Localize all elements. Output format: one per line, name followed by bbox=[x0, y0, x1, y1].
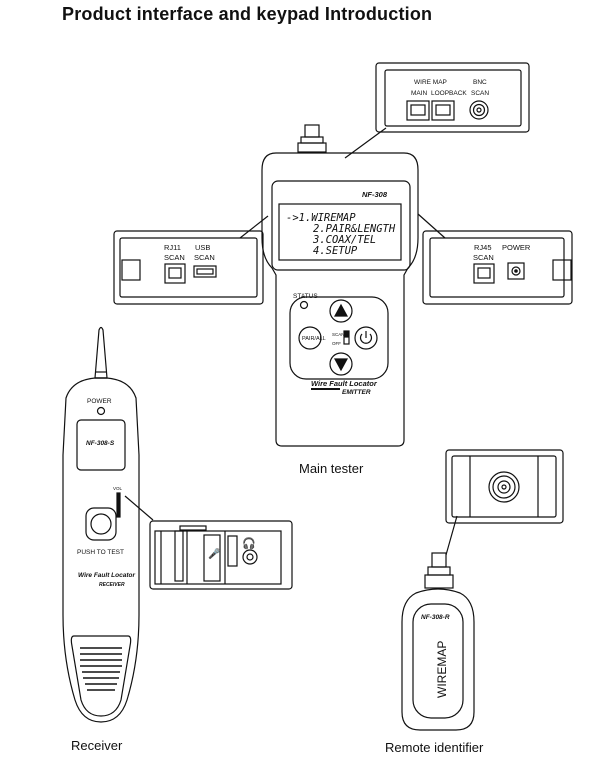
push-to-test-button[interactable] bbox=[90, 513, 112, 535]
receiver-type-label: RECEIVER bbox=[99, 582, 125, 588]
status-led bbox=[299, 300, 309, 310]
usb-port bbox=[193, 265, 217, 278]
usb-label: USB bbox=[195, 243, 210, 252]
main-tester: NF-308 ->1.WIREMAP 2.PAIR&LENGTH 3.COAX/… bbox=[261, 124, 419, 447]
lcd-screen bbox=[278, 203, 402, 261]
remote-wiremap-label: WIREMAP bbox=[435, 641, 449, 698]
bnc-port bbox=[469, 100, 489, 120]
receiver-probe: POWER NF-308-S VOL PUSH TO TEST Wire Fau… bbox=[62, 326, 154, 723]
lcd-line-1: ->1.WIREMAP bbox=[286, 212, 356, 224]
remote-model-label: NF-308-R bbox=[421, 614, 450, 621]
keypad-area bbox=[289, 296, 389, 380]
loopback-port-label: LOOPBACK bbox=[431, 90, 467, 97]
volume-slider[interactable] bbox=[116, 492, 121, 518]
bnc-scan-label: SCAN bbox=[471, 90, 489, 97]
rj45-scan-label: SCAN bbox=[473, 253, 494, 262]
remote-bnc-port bbox=[488, 471, 520, 503]
main-type-label: EMITTER bbox=[342, 389, 371, 396]
left-port-callout: RJ11 USB SCAN SCAN bbox=[113, 215, 269, 305]
power-label: POWER bbox=[502, 243, 531, 252]
power-button[interactable] bbox=[354, 326, 378, 350]
receiver-power-label: POWER bbox=[87, 398, 112, 405]
receiver-model-label: NF-308-S bbox=[86, 440, 115, 447]
rj45-label: RJ45 bbox=[474, 243, 492, 252]
top-connector-callout: WIRE MAP BNC MAIN LOOPBACK SCAN bbox=[344, 62, 530, 159]
scan-off-switch[interactable] bbox=[343, 330, 350, 345]
down-button[interactable] bbox=[329, 352, 353, 376]
main-brand-label: Wire Fault Locator bbox=[311, 379, 378, 388]
receiver-brand-label: Wire Fault Locator bbox=[78, 572, 135, 579]
off-switch-label: OFF bbox=[332, 341, 341, 346]
pair-all-button[interactable] bbox=[298, 326, 322, 350]
headphone-icon: 🎧 bbox=[242, 537, 256, 550]
rj11-scan-label: SCAN bbox=[164, 253, 185, 262]
receiver-power-led bbox=[96, 406, 106, 416]
main-rj45-port bbox=[406, 100, 430, 121]
headphone-jack bbox=[242, 549, 258, 565]
remote-identifier: NF-308-R WIREMAP bbox=[401, 552, 475, 731]
main-tester-caption: Main tester bbox=[299, 461, 364, 476]
main-port-label: MAIN bbox=[411, 90, 428, 97]
right-port-callout: RJ45 POWER SCAN bbox=[417, 213, 573, 305]
rj11-port bbox=[164, 263, 186, 284]
scan-switch-label: SCAN bbox=[332, 332, 345, 337]
vol-label: VOL bbox=[113, 486, 123, 491]
remote-identifier-caption: Remote identifier bbox=[385, 740, 484, 755]
power-jack bbox=[507, 262, 525, 280]
rj45-scan-port bbox=[473, 263, 495, 284]
rj11-label: RJ11 bbox=[164, 243, 181, 252]
svg-text:PAIR/ALL: PAIR/ALL bbox=[302, 336, 326, 342]
receiver-caption: Receiver bbox=[71, 738, 123, 753]
receiver-side-callout: 🎤 🎧 bbox=[149, 520, 293, 590]
main-model-label: NF-308 bbox=[362, 190, 388, 199]
loopback-rj45-port bbox=[431, 100, 455, 121]
bnc-label: BNC bbox=[473, 79, 487, 86]
remote-bnc-callout bbox=[445, 449, 564, 556]
wire-map-label: WIRE MAP bbox=[414, 79, 447, 86]
lcd-line-4: 4.SETUP bbox=[313, 245, 358, 257]
lcd-line-3: 3.COAX/TEL bbox=[312, 234, 376, 246]
page-title: Product interface and keypad Introductio… bbox=[62, 4, 433, 24]
usb-scan-label: SCAN bbox=[194, 253, 215, 262]
mic-slot bbox=[203, 534, 221, 582]
lcd-line-2: 2.PAIR&LENGTH bbox=[313, 223, 396, 235]
push-to-test-label: PUSH TO TEST bbox=[77, 549, 124, 556]
up-button[interactable] bbox=[329, 299, 353, 323]
microphone-icon: 🎤 bbox=[208, 547, 221, 560]
